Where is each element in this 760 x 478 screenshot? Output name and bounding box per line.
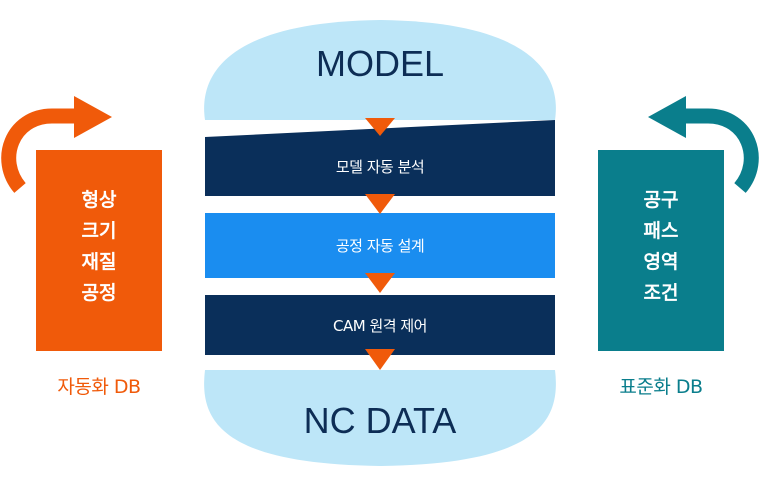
step-label-cam: CAM 원격 제어 bbox=[333, 317, 427, 335]
model-title: MODEL bbox=[315, 43, 445, 84]
curved-arrow-left-icon bbox=[685, 108, 759, 193]
model-cap bbox=[204, 20, 556, 120]
down-arrow-icon bbox=[365, 194, 395, 214]
nc-data-title: NC DATA bbox=[303, 400, 457, 441]
standard-db-box bbox=[598, 150, 724, 351]
standard-item: 공구 bbox=[643, 189, 679, 211]
standard-db-items: 공구 패스 영역 조건 bbox=[598, 185, 724, 309]
standard-db-caption: 표준화 DB bbox=[619, 376, 703, 398]
step-band-cam bbox=[205, 295, 555, 355]
down-arrow-icon bbox=[365, 349, 395, 370]
automation-db-items: 형상 크기 재질 공정 bbox=[36, 185, 162, 309]
step-label-design: 공정 자동 설계 bbox=[335, 237, 425, 255]
automation-db-box bbox=[36, 150, 162, 351]
step-band-design bbox=[205, 213, 555, 278]
standard-item: 패스 bbox=[643, 220, 679, 242]
standard-item: 영역 bbox=[643, 251, 679, 273]
standard-item: 조건 bbox=[643, 282, 679, 304]
automation-item: 크기 bbox=[81, 220, 117, 242]
down-arrow-icon bbox=[365, 273, 395, 293]
curved-arrow-left-icon-head bbox=[648, 96, 686, 138]
automation-item: 재질 bbox=[81, 251, 117, 273]
automation-db-caption: 자동화 DB bbox=[57, 376, 141, 398]
curved-arrow-right-icon bbox=[1, 108, 75, 193]
nc-data-cap bbox=[204, 370, 556, 466]
automation-item: 형상 bbox=[81, 189, 117, 211]
step-band-analysis bbox=[205, 120, 555, 196]
automation-item: 공정 bbox=[81, 282, 117, 304]
down-arrow-icon bbox=[365, 118, 395, 136]
curved-arrow-right-icon-head bbox=[74, 96, 112, 138]
step-label-analysis: 모델 자동 분석 bbox=[335, 158, 425, 176]
